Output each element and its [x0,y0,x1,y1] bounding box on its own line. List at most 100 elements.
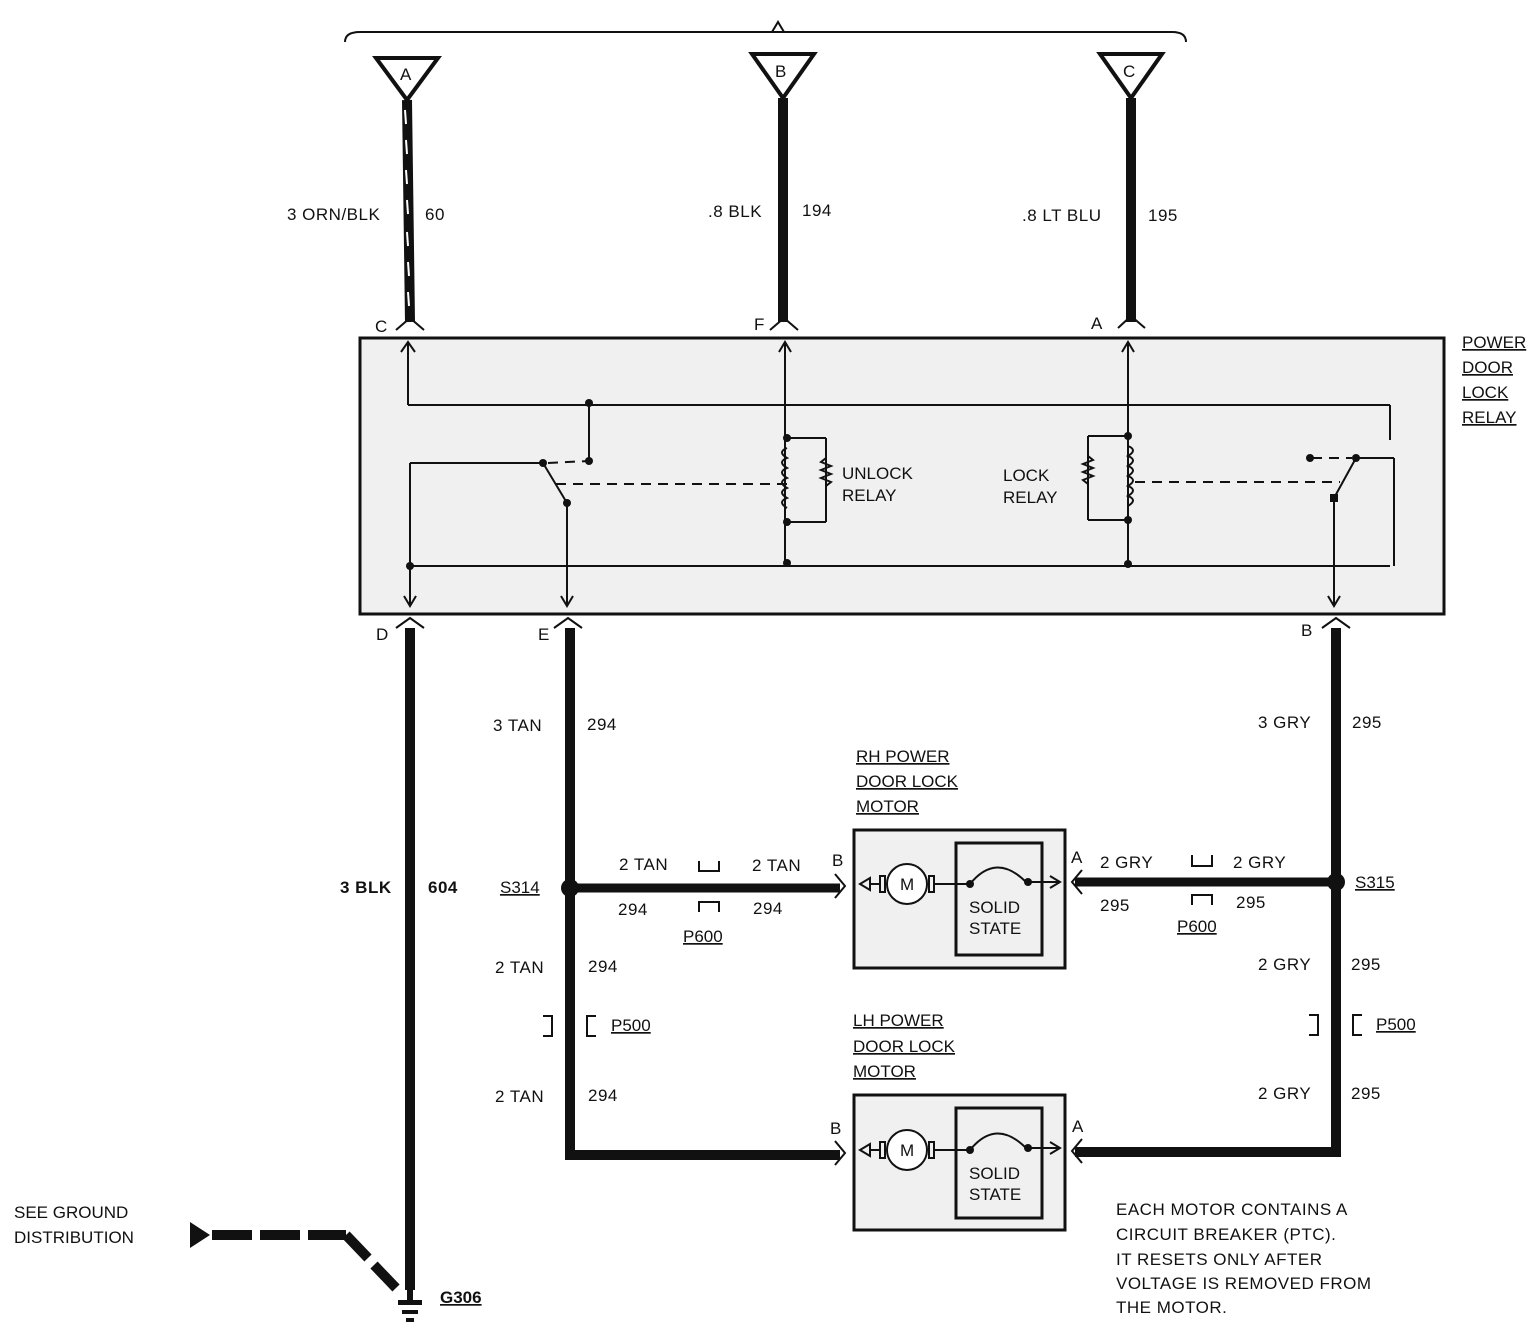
diagram-label: THE MOTOR. [1116,1298,1227,1317]
relay-title: POWER DOOR LOCK RELAY [1462,333,1526,427]
diagram-label: 294 [618,900,648,919]
pin-f-chevron [769,316,799,331]
unlock-relay-label-2: RELAY [842,486,897,505]
p500-right-connector: P500 [1309,1014,1416,1036]
diagram-label: 2 GRY [1258,1084,1311,1103]
wire-60-color: 3 ORN/BLK [287,205,380,224]
diagram-label: 294 [588,957,618,976]
relay-pin-c: C [375,317,387,336]
diagram-label: RELAY [1462,408,1517,427]
rh-pin-b-chevron [834,873,847,899]
rh-pin-a-chevron [1070,869,1083,895]
pin-d-chevron [395,616,425,629]
diagram-label: 295 [1236,893,1266,912]
diagram-label: B [832,851,843,870]
wire-195-circuit: 195 [1148,206,1178,225]
wire-294-color: 3 TAN [493,716,542,735]
diagram-label: POWER [1462,333,1526,352]
connector-a: A [372,56,442,104]
diagram-label: M [900,875,914,894]
diagram-label: 2 TAN [495,1087,544,1106]
diagram-label: SEE GROUND [14,1203,128,1222]
diagram-label: 294 [753,899,783,918]
wire-295-color: 3 GRY [1258,713,1311,732]
pin-b-chevron [1321,616,1351,629]
relay-pin-f: F [754,315,764,334]
diagram-label: 294 [588,1086,618,1105]
diagram-label: DOOR LOCK [856,772,959,791]
pin-a-chevron [1117,314,1146,329]
diagram-label: EACH MOTOR CONTAINS A [1116,1200,1348,1219]
lh-motor-internals [858,1129,1062,1171]
diagram-label: A [1072,1117,1084,1136]
wire-194-circuit: 194 [802,201,832,220]
p500-left-connector: P500 [543,1015,651,1037]
rh-motor-icon [886,863,928,905]
rh-solid-state-box [954,841,1044,957]
ground-symbol-icon [398,1288,422,1322]
diagram-label: 2 GRY [1233,853,1286,872]
diagram-label: SOLID [969,1164,1020,1183]
diagram-label: 295 [1100,896,1130,915]
diagram-label: LOCK [1462,383,1509,402]
lh-motor-icon [886,1129,928,1171]
relay-pin-a: A [1091,314,1103,333]
diagram-label: B [830,1119,841,1138]
diagram-label: CIRCUIT BREAKER (PTC). [1116,1225,1336,1244]
diagram-label: DISTRIBUTION [14,1228,134,1247]
diagram-label: RH POWER [856,747,950,766]
diagram-label: 2 GRY [1100,853,1153,872]
diagram-label: M [900,1141,914,1160]
splice-s315-label: S315 [1355,873,1395,892]
wire-60 [402,99,415,323]
diagram-label: LH POWER [853,1011,944,1030]
connector-c-label: C [1123,62,1135,81]
relay-pin-e: E [538,625,549,644]
diagram-label: DOOR LOCK [853,1037,956,1056]
diagram-label: P500 [611,1016,651,1035]
diagram-label: 2 TAN [619,855,668,874]
ground-dashed-wire [212,1230,400,1292]
diagram-label: P600 [1177,917,1217,936]
diagram-label: P600 [683,927,723,946]
ground-arrow-icon [190,1222,210,1248]
wire-195-color: .8 LT BLU [1022,206,1101,225]
diagram-label: 295 [1351,955,1381,974]
diagram-label: STATE [969,1185,1021,1204]
note-text: EACH MOTOR CONTAINS A CIRCUIT BREAKER (P… [1116,1200,1371,1317]
connector-b: B [748,52,818,102]
diagram-label: 2 TAN [752,856,801,875]
p600-right-connector: P600 [1177,855,1217,936]
diagram-label: IT RESETS ONLY AFTER [1116,1250,1323,1269]
lh-solid-state-box [954,1106,1044,1220]
lh-pin-a-chevron [1070,1138,1083,1164]
diagram-label: MOTOR [853,1062,916,1081]
rh-motor-title: RH POWER DOOR LOCK MOTOR [856,747,959,816]
diagram-label: MOTOR [856,797,919,816]
pin-c-chevron [395,316,425,331]
lock-relay-label-1: LOCK [1003,466,1050,485]
wire-604-color: 3 BLK [340,878,392,897]
wire-194-color: .8 BLK [708,202,762,221]
relay-pin-b: B [1301,621,1312,640]
relay-pin-d: D [376,625,388,644]
diagram-label: 2 TAN [495,958,544,977]
p600-left-connector: P600 [683,861,723,946]
connector-a-label: A [400,65,412,84]
splice-s314-label: S314 [500,878,540,897]
wire-294-circuit: 294 [587,715,617,734]
wire-295-circuit: 295 [1352,713,1382,732]
diagram-label: 295 [1351,1084,1381,1103]
pin-e-chevron [553,616,583,629]
power-door-lock-relay-box [358,336,1446,616]
unlock-relay-label-1: UNLOCK [842,464,914,483]
diagram-label: SOLID [969,898,1020,917]
wire-60-circuit: 60 [425,205,445,224]
diagram-label: P500 [1376,1015,1416,1034]
lock-relay-label-2: RELAY [1003,488,1058,507]
diagram-label: DOOR [1462,358,1513,377]
see-ground-distribution: SEE GROUND DISTRIBUTION [14,1203,134,1247]
top-bracket-notch [771,20,785,33]
diagram-label: 2 GRY [1258,955,1311,974]
connector-c: C [1096,52,1166,102]
